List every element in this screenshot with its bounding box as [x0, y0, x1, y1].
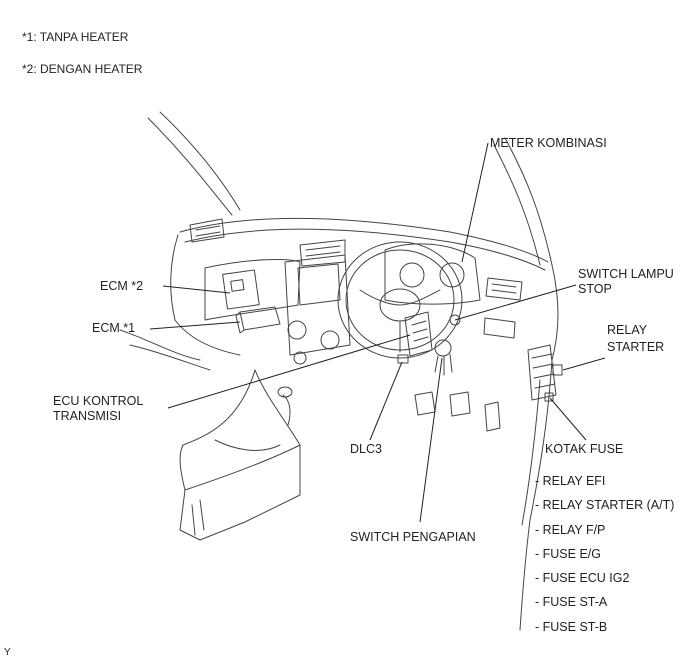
fuse-item: - RELAY EFI [535, 474, 606, 488]
fuse-item: - RELAY F/P [535, 522, 606, 537]
pedal-right [484, 401, 501, 432]
label-dlc3: DLC3 [350, 442, 382, 456]
ecm-heater-box [222, 269, 260, 310]
label-switch-lampu-line2: STOP [578, 282, 612, 296]
knob-right [320, 330, 340, 350]
dash-top-2 [184, 228, 546, 271]
fuse-item: - FUSE ECU IG2 [535, 571, 630, 586]
leader-kotak-fuse [549, 397, 587, 441]
fuse-box [527, 344, 557, 401]
right-vent [485, 277, 523, 301]
steering-wheel [337, 241, 463, 359]
fuse-box-contents: - RELAY EFI - RELAY STARTER (A/T) - RELA… [535, 474, 674, 644]
dlc3-connector [397, 354, 409, 364]
glovebox [204, 259, 301, 321]
left-lower-dash [119, 329, 201, 361]
leader-ecu-transmisi [167, 334, 411, 409]
knob-left [287, 320, 307, 340]
leader-ecm2 [162, 285, 231, 294]
center-panel [284, 254, 351, 356]
ecm-box [239, 306, 281, 331]
dash-top [179, 217, 549, 263]
ignition-switch [434, 339, 452, 357]
pedal-middle [449, 391, 471, 417]
meter-cluster [384, 243, 481, 305]
stop-lamp-switch [449, 314, 461, 326]
right-a-pillar-inner [493, 144, 541, 266]
ignition-wiring [434, 353, 453, 376]
center-console [179, 369, 301, 491]
leader-relay-starter [562, 357, 606, 371]
fuse-item: - FUSE ST-A [535, 595, 608, 610]
label-relay-starter-line1: RELAY [607, 323, 648, 337]
label-kotak-fuse: KOTAK FUSE [545, 442, 624, 456]
left-vent [189, 218, 225, 243]
label-relay-starter-line2: STARTER [607, 340, 665, 354]
corner-mark: Y [4, 647, 11, 658]
right-a-pillar [504, 137, 559, 361]
gear-lever [282, 394, 291, 426]
label-switch-lampu-line1: SWITCH LAMPU [578, 267, 674, 281]
leader-ecm1 [149, 321, 241, 330]
note-tanpa-heater: *1: TANPA HEATER [22, 30, 129, 44]
left-a-pillar-inner [159, 111, 241, 211]
label-ecm-1: ECM *1 [92, 321, 136, 335]
dash-front [170, 234, 179, 321]
fuse-item: - FUSE ST-B [535, 619, 608, 634]
pedal-left [414, 391, 436, 416]
right-lower-vent [483, 317, 516, 339]
center-display [297, 263, 341, 306]
center-vents [299, 239, 346, 267]
label-ecu-kontrol-line1: ECU KONTROL [53, 394, 144, 408]
label-meter-kombinasi: METER KOMBINASI [490, 136, 607, 150]
label-ecm-2: ECM *2 [100, 279, 144, 293]
leader-switch-pengapian [419, 357, 443, 523]
ecu-transmisi-box [404, 311, 433, 357]
fuse-item: - RELAY STARTER (A/T) [535, 498, 675, 513]
leader-dlc3 [369, 361, 403, 441]
leader-meter [461, 142, 489, 263]
leader-switch-lampu [454, 284, 577, 321]
door-edge-inner [521, 379, 541, 526]
knob-small [293, 351, 307, 365]
left-a-pillar [147, 117, 233, 216]
relay-starter [552, 364, 563, 376]
note-dengan-heater: *2: DENGAN HEATER [22, 62, 143, 76]
label-switch-pengapian: SWITCH PENGAPIAN [350, 530, 476, 544]
label-ecu-kontrol-line2: TRANSMISI [53, 409, 122, 423]
door-edge [519, 359, 553, 631]
console-lower [179, 444, 301, 541]
fuse-item: - FUSE E/G [535, 546, 601, 561]
